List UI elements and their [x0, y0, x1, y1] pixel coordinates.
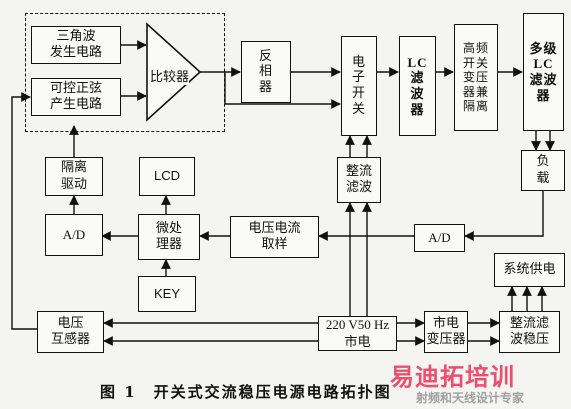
voltage-transformer-block: 电压 互感器 [37, 311, 104, 353]
inverter-block: 反 相 器 [241, 41, 291, 103]
pwm-generator-group [25, 13, 225, 132]
wire-vt-to-sine [11, 92, 37, 330]
lcd-block: LCD [139, 157, 195, 196]
watermark-subtitle: 射频和天线设计专家 [416, 391, 525, 405]
watermark-logo: 易迪拓培训 [390, 363, 515, 391]
vi-sampling-block: 电压电流 取样 [230, 216, 319, 258]
lc-filter-block: LC 滤 波 器 [399, 36, 436, 136]
ad-left-block: A/D [45, 214, 103, 256]
rectifier-regulator-block: 整流滤 波稳压 [499, 311, 560, 353]
mains-block: 220 V50 Hz 市电 [318, 316, 397, 351]
key-block: KEY [138, 276, 196, 312]
electronic-switch-block: 电 子 开 关 [341, 36, 377, 136]
comparator-label: 比较器 [150, 66, 190, 85]
mains-transformer-block: 市电 变压器 [424, 311, 468, 353]
hf-transformer-block: 高频 开关 变压 器兼 隔离 [454, 24, 498, 131]
isolation-driver-block: 隔离 驱动 [45, 157, 103, 196]
figure-caption: 图 1 开关式交流稳压电源电路拓扑图 [100, 383, 392, 401]
load-block: 负 载 [521, 150, 565, 191]
triangle-generator-block: 三角波 发生电路 [31, 26, 121, 64]
rectifier-filter-block: 整流 滤波 [337, 157, 381, 203]
sine-generator-block: 可控正弦 产生电路 [31, 78, 121, 116]
wire-comparator-to-switch [224, 72, 341, 109]
multi-lc-filter-block: 多级 LC 滤波 器 [523, 13, 564, 131]
wire-load-to-ad [464, 191, 544, 241]
ad-right-block: A/D [414, 224, 465, 252]
system-power-block: 系统供电 [494, 253, 565, 287]
microprocessor-block: 微处 理器 [138, 214, 200, 260]
